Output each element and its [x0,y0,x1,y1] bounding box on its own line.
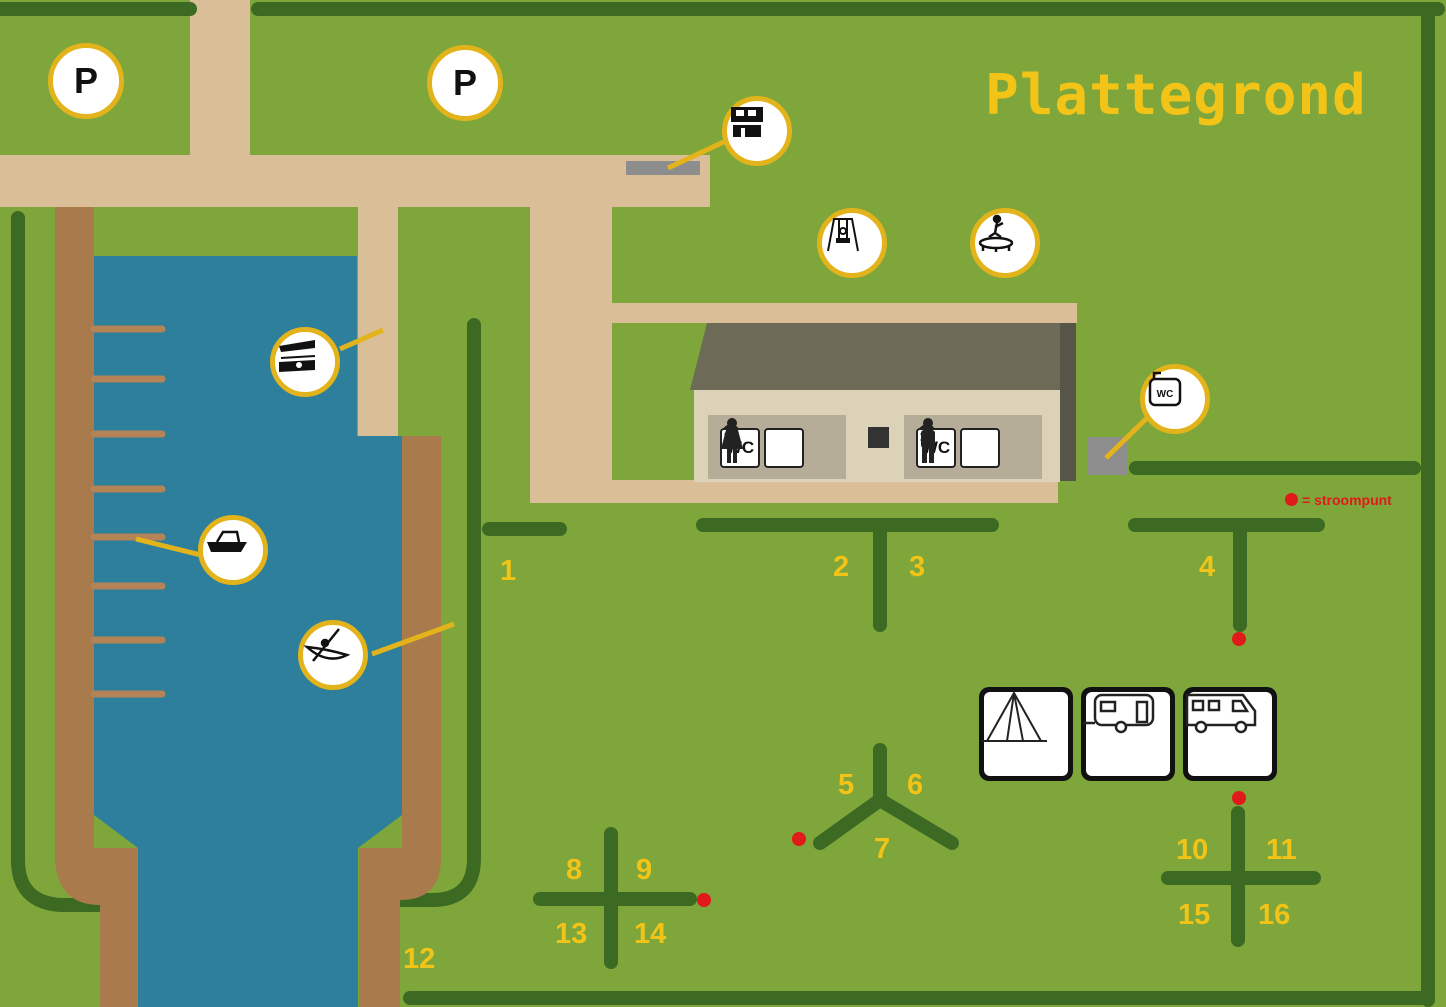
motorboat-icon [207,530,247,552]
harbour-water [94,256,402,1007]
tent-tile[interactable] [979,687,1073,781]
parking-label: P [452,62,477,103]
chemical-toilet-disposal-icon: WC [1148,371,1182,407]
tent-icon [981,690,1047,742]
trampoline-icon [978,214,1014,252]
badge-connectors [135,137,1154,657]
pitch-number: 12 [403,943,436,975]
boat-slipway-icon [279,340,316,372]
pitch-number: 13 [555,918,588,950]
pitch-number: 5 [838,769,855,801]
pitch-number: 10 [1176,834,1209,866]
pitch-number: 6 [907,769,924,801]
boat-slipway-badge[interactable] [270,327,340,397]
camper-service-icon [731,107,763,137]
map-title: Plattegrond [985,63,1367,128]
legend-label: = stroompunt [1302,492,1392,508]
canoe-icon [303,628,351,662]
shower-icon [721,419,804,468]
power-legend: = stroompunt [1285,492,1392,508]
shower-icon [917,419,1000,468]
power-point [1232,791,1246,805]
parking-badge[interactable]: P [48,43,124,119]
power-point [697,893,711,907]
camper-service-badge[interactable] [722,96,792,166]
motorhome-icon [1185,693,1257,734]
motorboat-badge[interactable] [198,515,268,585]
chemical-toilet-badge[interactable]: WC [1140,364,1210,434]
power-point [792,832,806,846]
room-men: WC [912,417,1000,479]
playground-swing-icon [827,218,859,252]
parking-label: P [73,60,98,101]
pitch-number: 3 [909,551,926,583]
pitch-number: 15 [1178,899,1211,931]
trampoline-badge[interactable] [970,208,1040,278]
parking-badge[interactable]: P [427,45,503,121]
power-point-icon [1285,493,1298,506]
playground-badge[interactable] [817,208,887,278]
pitch-number: 7 [874,833,891,865]
pitch-number: 11 [1266,834,1297,866]
power-point [1232,632,1246,646]
canoe-badge[interactable] [298,620,368,690]
jetties [90,325,166,698]
caravan-tile[interactable] [1081,687,1175,781]
caravan-icon [1083,693,1155,734]
svg-text:WC: WC [1157,389,1174,400]
gravel-paths [0,0,1077,503]
camper-service-pad [626,161,700,175]
pitch-number: 1 [500,555,517,587]
docks [55,207,441,1007]
pitch-number: 4 [1199,551,1216,583]
pitch-number: 16 [1258,899,1291,931]
room-women: WC [716,417,804,479]
pitch-number: 2 [833,551,850,583]
motorhome-tile[interactable] [1183,687,1277,781]
pitch-number: 9 [636,854,653,886]
pitch-number: 8 [566,854,583,886]
pitch-number: 14 [634,918,667,950]
